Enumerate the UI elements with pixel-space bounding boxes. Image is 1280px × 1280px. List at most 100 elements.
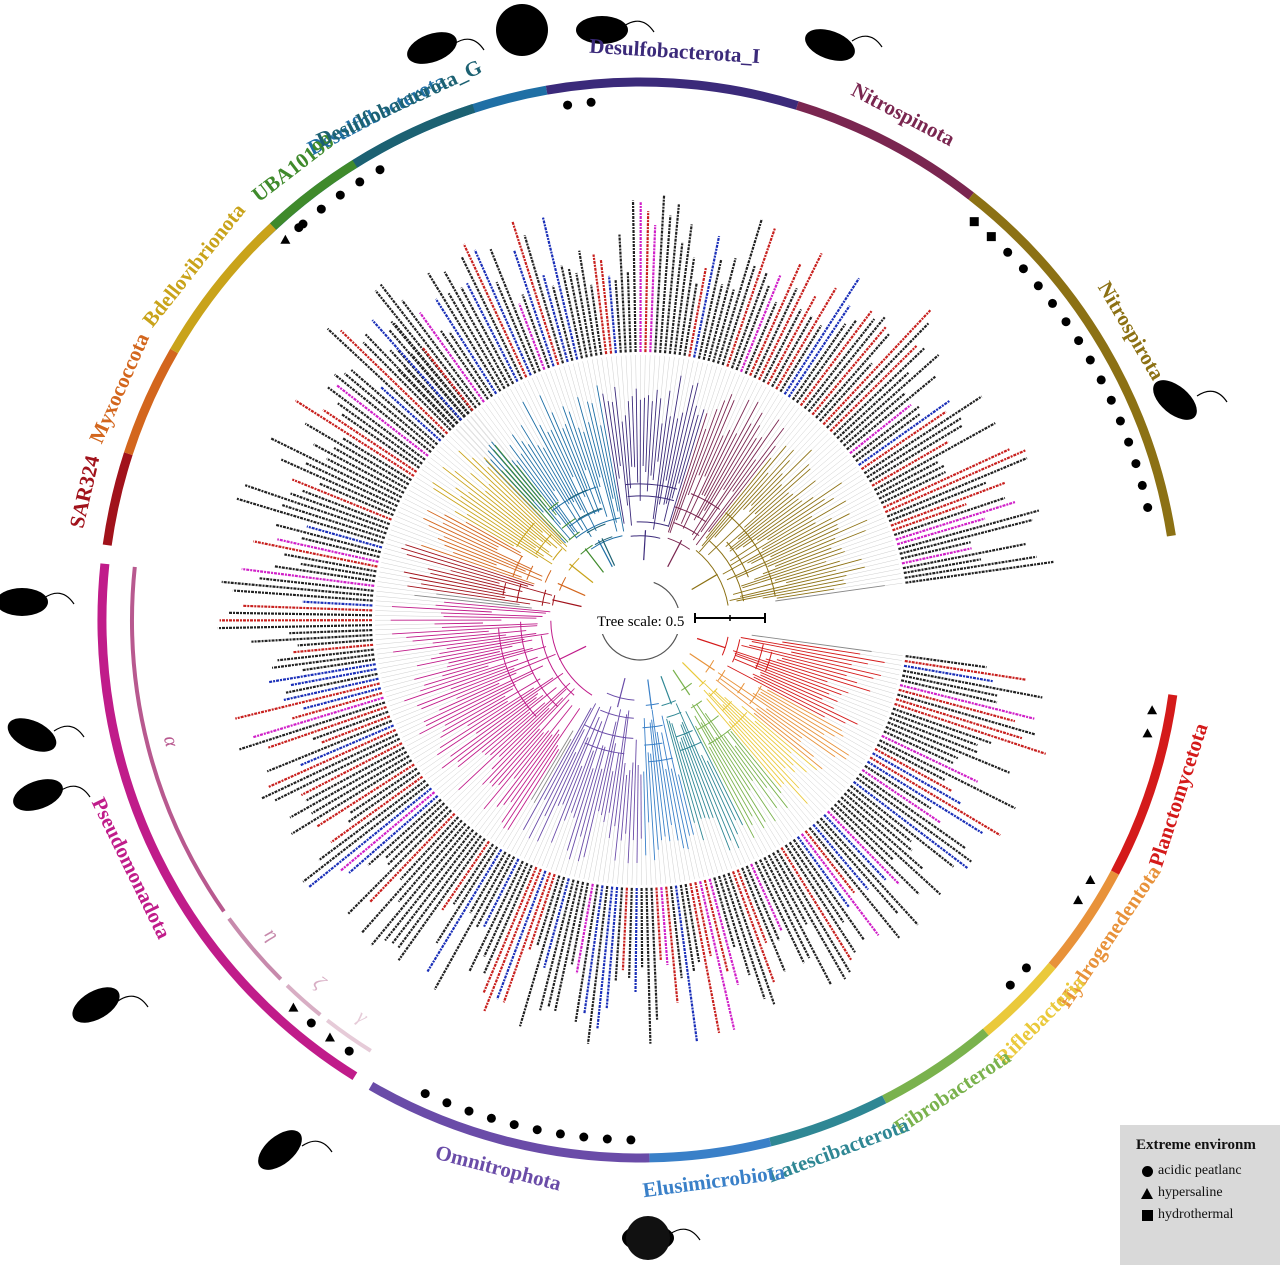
leaf-label bbox=[242, 604, 373, 612]
leaf-guide-line bbox=[379, 571, 410, 578]
leaf-label bbox=[881, 734, 979, 783]
branch bbox=[407, 585, 531, 605]
leaf-guide-line bbox=[620, 355, 626, 416]
branch bbox=[577, 768, 603, 862]
branch bbox=[680, 724, 731, 851]
leaf-guide-line bbox=[794, 771, 830, 806]
leaf-label bbox=[703, 879, 729, 973]
leaf-label bbox=[435, 846, 499, 944]
branch bbox=[735, 500, 803, 550]
leaf-label bbox=[823, 813, 887, 881]
leaf-guide-line bbox=[694, 822, 710, 876]
branch bbox=[498, 707, 550, 757]
clade-stem bbox=[689, 653, 715, 671]
branch bbox=[516, 460, 578, 539]
leaf-guide-line bbox=[661, 840, 667, 884]
leaf-guide-line bbox=[841, 730, 873, 748]
leaf-guide-line bbox=[446, 789, 459, 802]
leaf-guide-line bbox=[648, 822, 652, 885]
branch bbox=[421, 653, 556, 710]
leaf-guide-line bbox=[780, 792, 808, 826]
ring-nitrospirota bbox=[968, 192, 1176, 537]
leaf-label bbox=[575, 883, 594, 974]
branch bbox=[444, 544, 497, 566]
leaf-guide-line bbox=[505, 391, 538, 446]
leaf-guide-line bbox=[498, 829, 509, 845]
leaf-guide-line bbox=[375, 610, 442, 614]
ring-hydrogenedentota bbox=[1048, 870, 1119, 969]
branch bbox=[510, 733, 560, 803]
leaf-label bbox=[277, 648, 374, 662]
clade-arc bbox=[625, 483, 678, 490]
branch bbox=[436, 593, 520, 606]
leaf-label bbox=[849, 784, 955, 868]
leaf-guide-line bbox=[661, 356, 670, 424]
leaf-label bbox=[842, 392, 906, 447]
leaf-guide-line bbox=[630, 355, 633, 397]
branch bbox=[646, 401, 653, 492]
flagellum bbox=[453, 38, 485, 51]
leaf-label bbox=[654, 195, 666, 353]
leaf-guide-line bbox=[510, 388, 544, 448]
leaf-guide-line bbox=[376, 595, 445, 603]
leaf-guide-line bbox=[813, 756, 849, 785]
leaf-label bbox=[749, 263, 802, 377]
branch bbox=[487, 466, 568, 548]
leaf-label bbox=[397, 835, 482, 949]
branch bbox=[430, 572, 505, 591]
leaf-label bbox=[784, 844, 856, 953]
class-label: η bbox=[260, 924, 283, 946]
leaf-label bbox=[645, 887, 652, 1044]
leaf-guide-line bbox=[462, 422, 489, 451]
branch bbox=[703, 689, 808, 804]
leaf-label bbox=[897, 693, 1036, 736]
branch bbox=[443, 536, 526, 572]
branch bbox=[741, 644, 874, 679]
marker-circle-icon bbox=[486, 1113, 496, 1123]
leaf-label bbox=[750, 863, 783, 931]
branch bbox=[675, 703, 740, 849]
branch bbox=[647, 752, 656, 861]
branch bbox=[437, 677, 554, 756]
marker-triangle-icon bbox=[1147, 705, 1158, 715]
branch bbox=[774, 530, 866, 567]
leaf-guide-line bbox=[635, 354, 637, 389]
leaf-label bbox=[901, 547, 972, 565]
branch bbox=[392, 625, 538, 635]
leaf-label bbox=[274, 737, 401, 802]
leaf-guide-line bbox=[381, 562, 431, 574]
leaf-label bbox=[473, 249, 532, 376]
branch bbox=[516, 464, 557, 516]
branch bbox=[730, 498, 825, 562]
leaf-label bbox=[267, 728, 397, 789]
branch bbox=[416, 645, 513, 667]
branch bbox=[749, 644, 882, 677]
leaf-guide-line bbox=[436, 450, 486, 492]
leaf-label bbox=[855, 777, 972, 863]
leaf-label bbox=[683, 283, 698, 356]
branch bbox=[737, 493, 794, 540]
clade-stem bbox=[558, 645, 587, 661]
leaf-label bbox=[274, 565, 375, 583]
leaf-guide-line bbox=[611, 356, 615, 387]
marker-circle-icon bbox=[1003, 247, 1013, 257]
leaf-guide-line bbox=[540, 374, 563, 429]
marker-circle-icon bbox=[1033, 281, 1043, 291]
clade-arc bbox=[666, 711, 682, 718]
branch bbox=[494, 444, 547, 508]
branch bbox=[667, 409, 705, 528]
leaf-guide-line bbox=[834, 578, 902, 590]
leaf-guide-line bbox=[742, 824, 759, 858]
leaf-label bbox=[872, 752, 962, 805]
leaf-label bbox=[302, 489, 391, 526]
branch bbox=[537, 706, 601, 842]
leaf-guide-line bbox=[392, 705, 418, 716]
clade-stem bbox=[667, 539, 683, 568]
branch bbox=[762, 582, 846, 599]
leaf-guide-line bbox=[722, 378, 750, 436]
leaf-guide-line bbox=[846, 675, 896, 690]
ring-omnitrophota bbox=[368, 1082, 650, 1163]
leaf-label bbox=[316, 763, 415, 828]
leaf-guide-line bbox=[800, 741, 852, 781]
leaf-guide-line bbox=[775, 410, 803, 447]
